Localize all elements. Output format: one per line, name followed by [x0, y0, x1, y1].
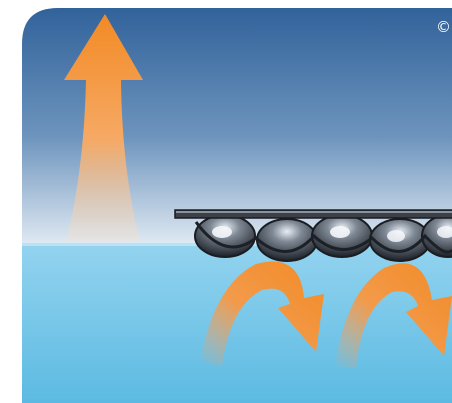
copyright-mark: ©	[436, 20, 451, 35]
bubble-highlight	[387, 230, 405, 242]
cover-plate-shine	[176, 211, 452, 213]
bubble-highlight	[212, 226, 232, 238]
bubble-highlight	[330, 226, 350, 238]
